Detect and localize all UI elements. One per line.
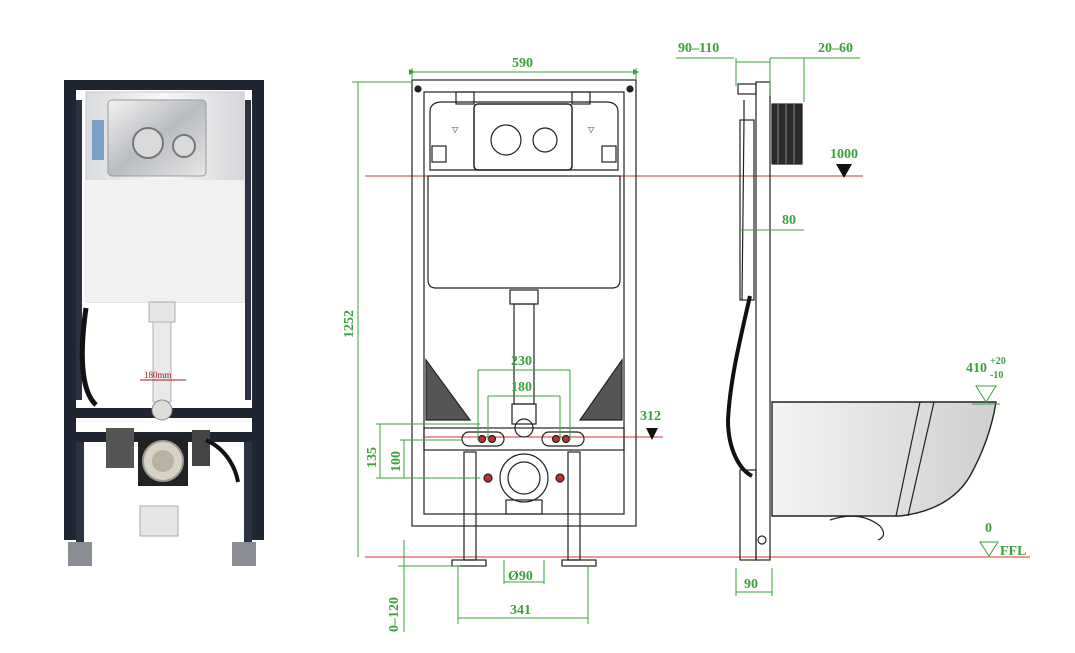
bowl-tol-plus-label: +20 [990, 356, 1006, 367]
button-depth-label: 20–60 [818, 41, 853, 56]
dim-100-label: 100 [389, 451, 404, 472]
front-view: ▽ ▽ [411, 79, 637, 567]
side-view [725, 81, 997, 561]
svg-text:▽: ▽ [452, 125, 459, 134]
bowl-tol-minus-label: -10 [990, 370, 1003, 381]
side-dimension-labels: 90–110 20–60 1000 80 410 +20 -10 0 FFL 9… [678, 41, 1026, 592]
ffl-label: FFL [1000, 544, 1026, 559]
product-photo: 180mm [64, 80, 264, 566]
button-level-label: 1000 [830, 147, 858, 162]
wall-depth-label: 90–110 [678, 41, 719, 56]
front-dimension-labels: 590 1252 230 180 135 100 0–120 Ø90 341 3… [342, 56, 661, 632]
bolt-spacing-outer-label: 230 [511, 354, 532, 369]
front-dimensions [352, 68, 639, 632]
base-depth-label: 90 [744, 577, 758, 592]
feet-spacing-label: 341 [510, 603, 531, 618]
dim-80-label: 80 [782, 213, 796, 228]
dim-135-label: 135 [365, 447, 380, 468]
feet-adjust-label: 0–120 [387, 597, 402, 632]
pipe-spacing-label: 180mm [144, 370, 172, 380]
bolt-spacing-inner-label: 180 [511, 380, 532, 395]
pipe-diameter-label: Ø90 [508, 569, 533, 584]
bowl-height-label: 410 [966, 361, 987, 376]
svg-text:▽: ▽ [588, 125, 595, 134]
side-dimensions [676, 57, 1000, 596]
height-dim-label: 1252 [342, 310, 357, 338]
width-dim-label: 590 [512, 56, 533, 71]
bolt-height-level-label: 312 [640, 409, 661, 424]
ffl-level-label: 0 [985, 521, 992, 536]
